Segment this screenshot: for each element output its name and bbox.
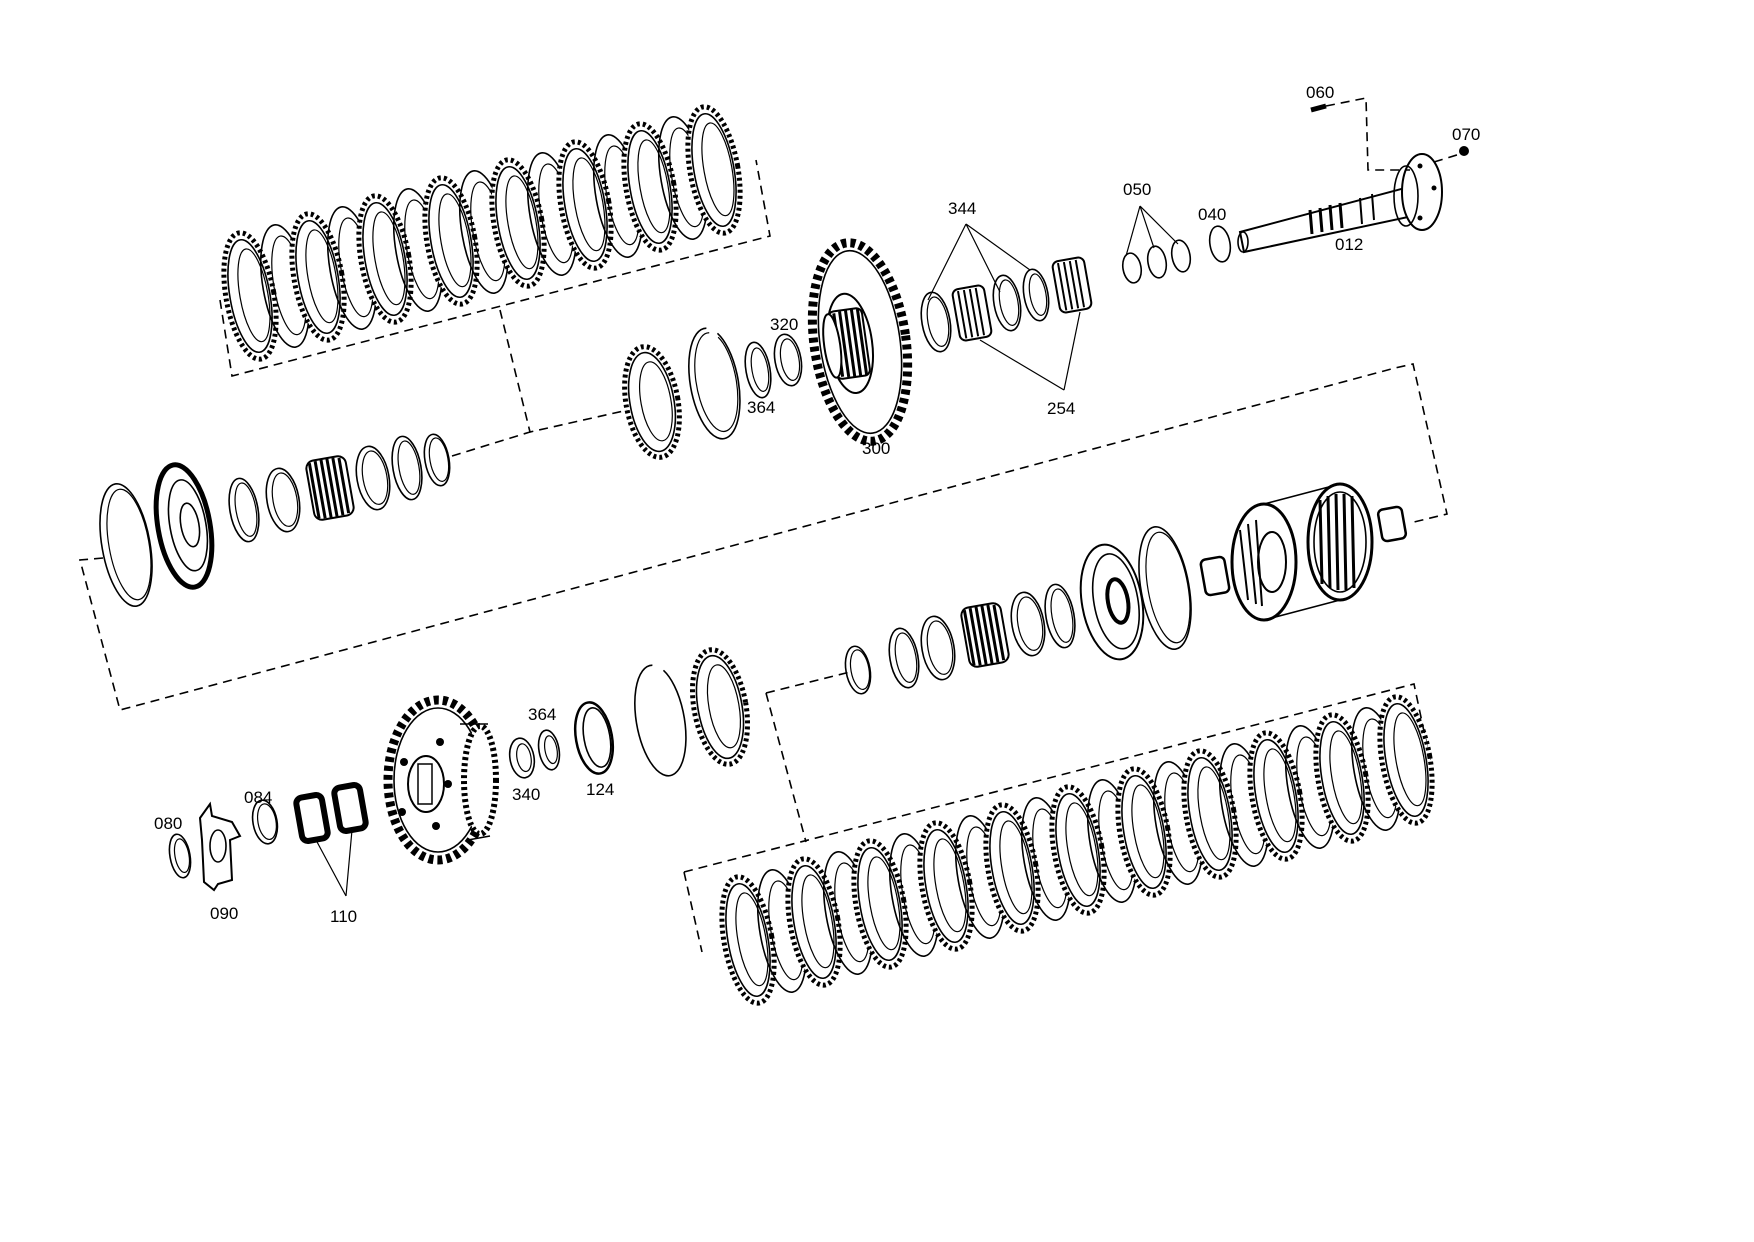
lower-clutch-pack <box>683 683 1441 1007</box>
split-snap-ring <box>688 327 741 440</box>
piston <box>1079 543 1145 661</box>
label-364-upper: 364 <box>747 398 775 417</box>
upper-connector-line-2 <box>451 431 531 457</box>
ring-124 <box>573 701 615 775</box>
label-254: 254 <box>1047 399 1075 418</box>
label-340: 340 <box>512 785 540 804</box>
label-300: 300 <box>862 439 890 458</box>
upper-clutch-pack <box>215 103 771 377</box>
tab-washer-090 <box>198 801 242 892</box>
label-060: 060 <box>1306 83 1334 102</box>
needle-bearing-upper <box>305 455 355 521</box>
bushing-lower <box>1199 555 1231 597</box>
washer-364 <box>744 341 772 399</box>
toothed-plate-lower <box>689 647 751 767</box>
ball-bearing <box>153 462 215 590</box>
upper-shaft-row <box>99 97 1469 608</box>
washer-364-lower <box>537 729 561 771</box>
label-080: 080 <box>154 814 182 833</box>
washer-320 <box>773 333 803 387</box>
plug-070 <box>1433 146 1469 163</box>
middle-connector-line <box>78 363 1448 711</box>
label-124: 124 <box>586 780 614 799</box>
label-012: 012 <box>1335 235 1363 254</box>
part-labels: 060 070 012 040 050 344 254 320 364 300 … <box>154 83 1480 926</box>
gear-300 <box>807 238 913 446</box>
label-050: 050 <box>1123 180 1151 199</box>
upper-connector-line <box>499 309 629 433</box>
lower-shaft-row <box>168 482 1408 892</box>
label-084: 084 <box>244 788 272 807</box>
bearing-110-b <box>331 782 369 834</box>
label-364-lower: 364 <box>528 705 556 724</box>
label-110: 110 <box>330 907 357 926</box>
leader-lines <box>315 205 1179 897</box>
label-070: 070 <box>1452 125 1480 144</box>
label-344: 344 <box>948 199 976 218</box>
washer-340 <box>508 737 536 779</box>
bolt-060 <box>1310 97 1410 171</box>
bearing-110-a <box>293 792 331 844</box>
gear-large-lower <box>383 695 499 865</box>
clutch-drum <box>1230 482 1374 622</box>
label-040: 040 <box>1198 205 1226 224</box>
shaft-012 <box>1237 153 1443 254</box>
split-snap-ring-lower <box>634 664 687 777</box>
needle-bearing-lower <box>960 602 1010 668</box>
snap-ring-left <box>99 482 153 608</box>
label-090: 090 <box>210 904 238 923</box>
toothed-plate <box>622 344 682 460</box>
label-320: 320 <box>770 315 798 334</box>
bushing-right <box>1376 505 1408 543</box>
